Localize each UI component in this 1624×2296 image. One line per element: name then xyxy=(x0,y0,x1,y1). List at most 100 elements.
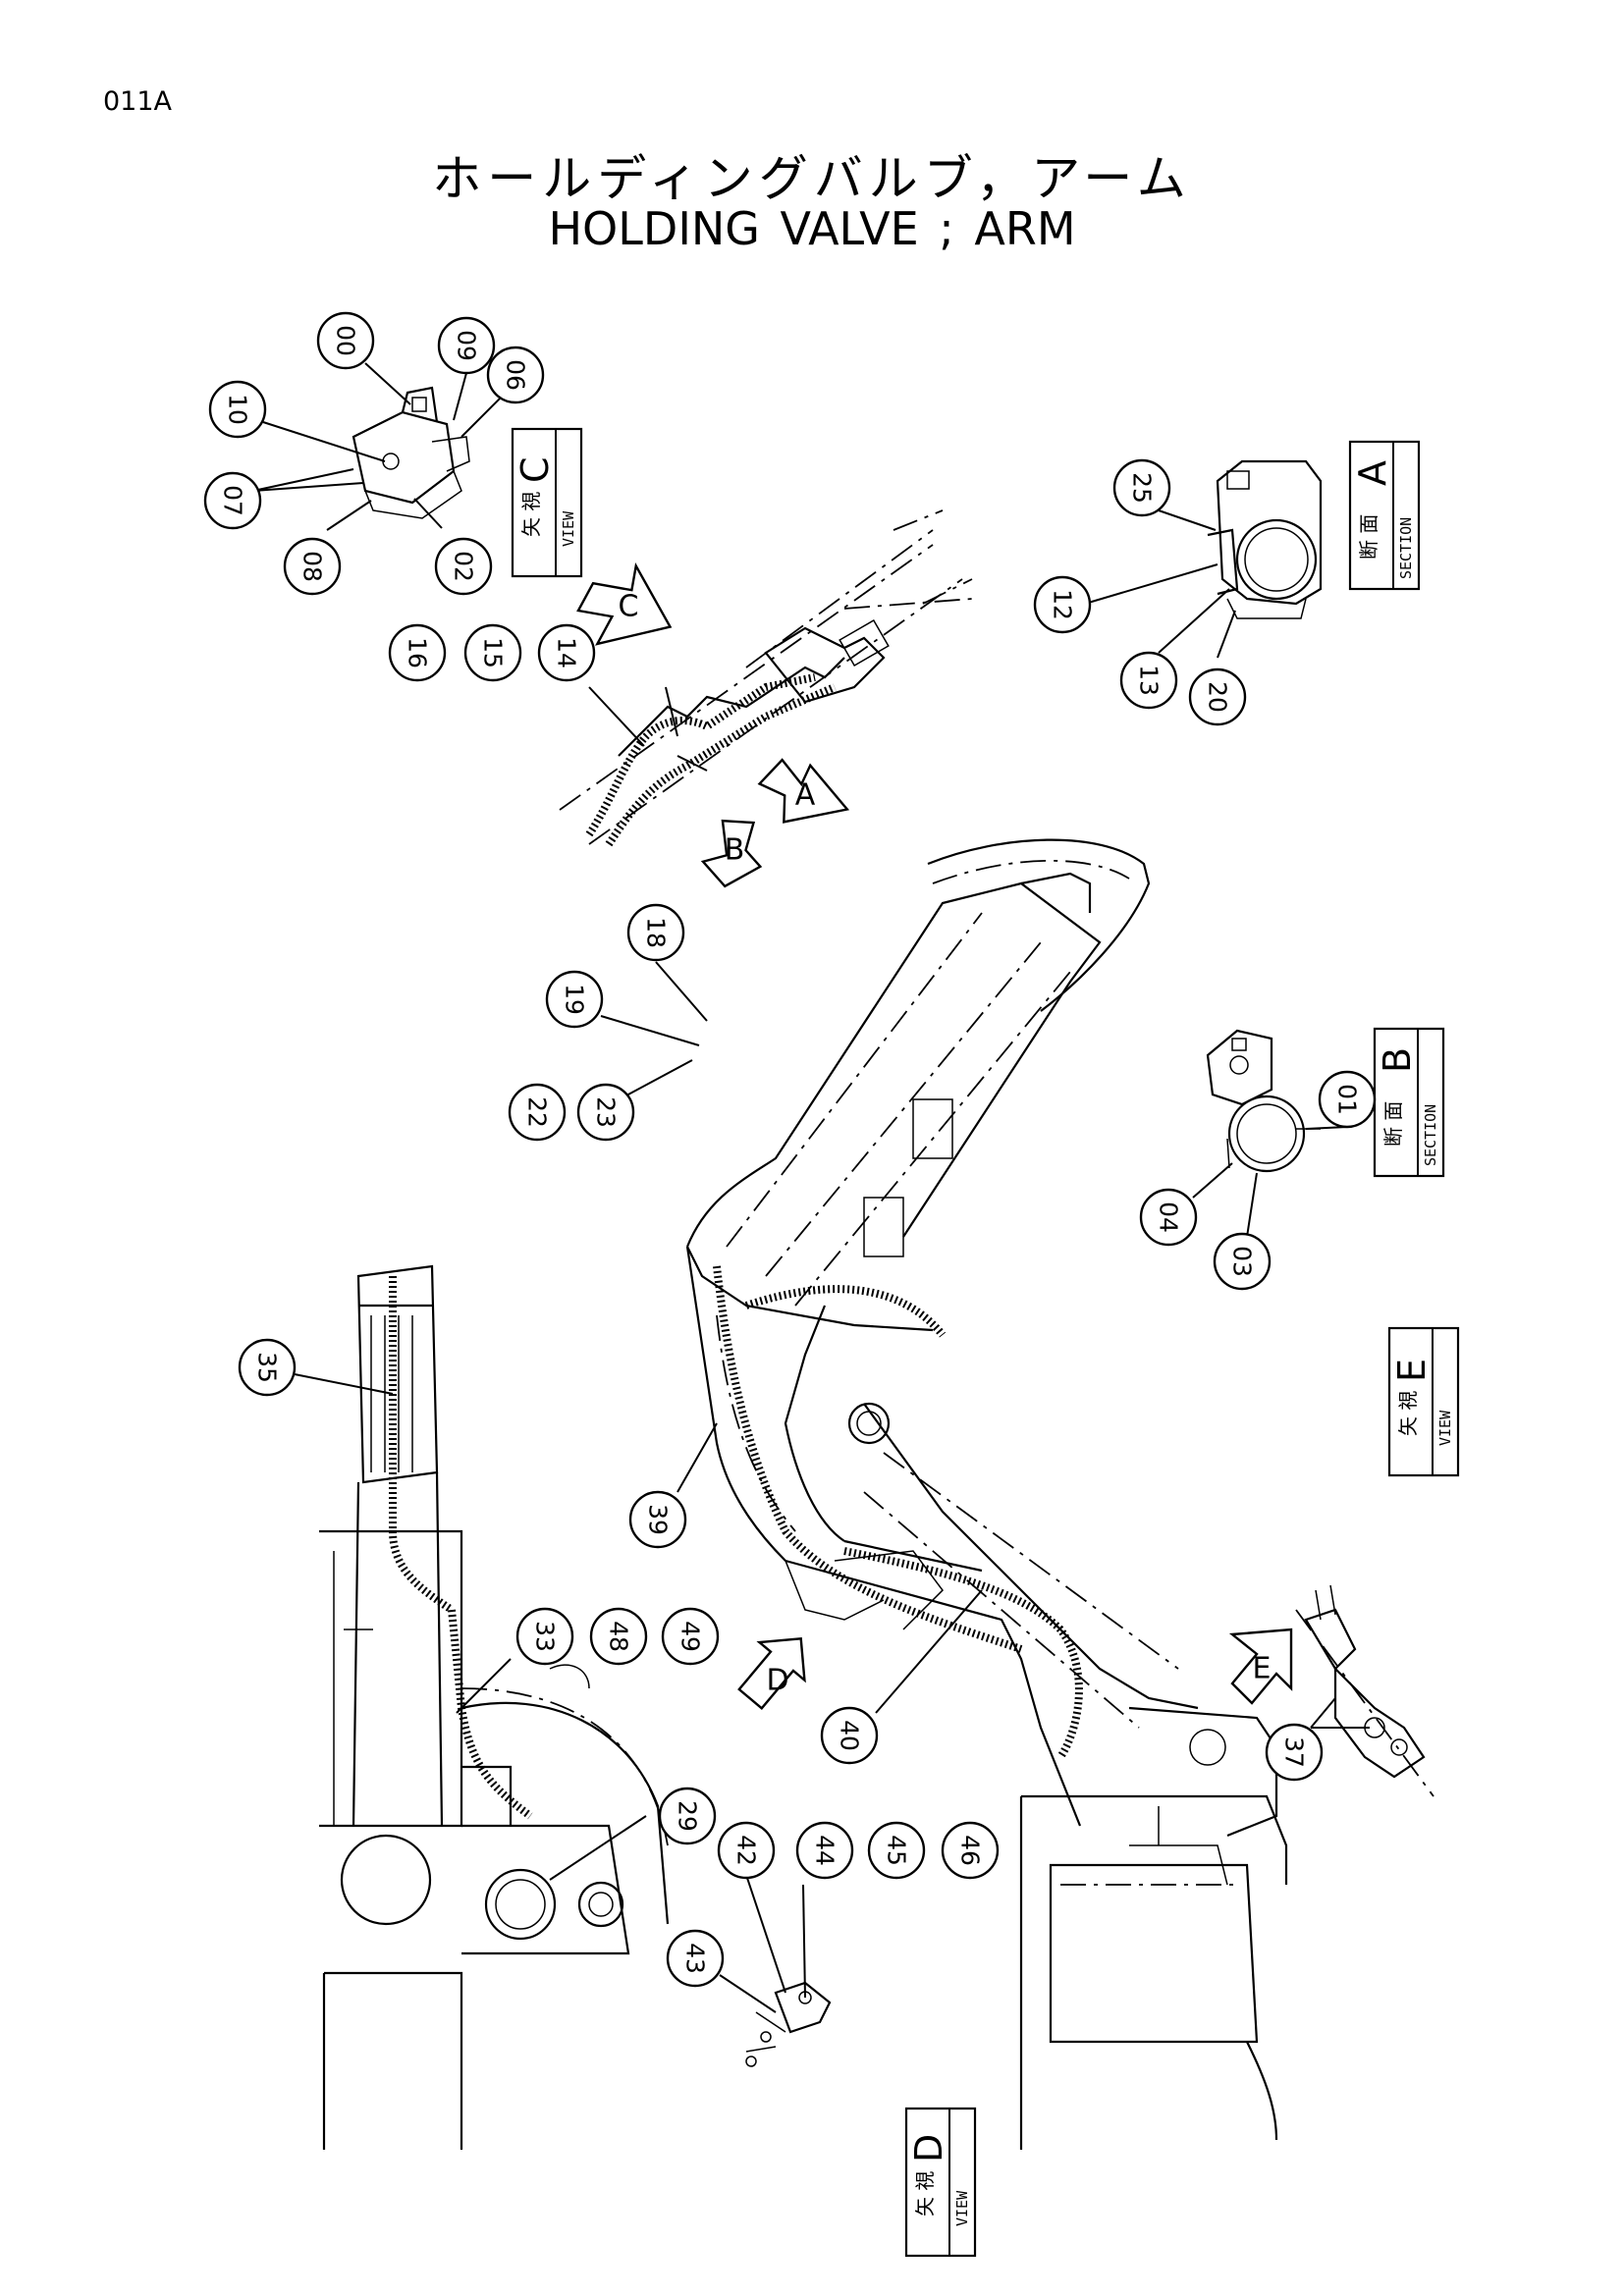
section-b-detail xyxy=(1206,1029,1321,1173)
svg-text:02: 02 xyxy=(450,551,478,582)
callout-22: 22 xyxy=(508,1083,567,1142)
svg-text:12: 12 xyxy=(1049,589,1077,620)
svg-text:25: 25 xyxy=(1128,472,1157,504)
callout-08: 08 xyxy=(283,537,342,596)
callout-18: 18 xyxy=(626,903,685,962)
svg-text:00: 00 xyxy=(332,325,360,356)
svg-text:19: 19 xyxy=(561,984,589,1015)
svg-text:VIEW: VIEW xyxy=(560,510,577,547)
callout-04: 04 xyxy=(1139,1188,1198,1247)
svg-text:06: 06 xyxy=(502,359,530,391)
svg-text:VIEW: VIEW xyxy=(1436,1410,1454,1446)
arm-hose-detail xyxy=(559,509,973,847)
callout-43: 43 xyxy=(666,1929,725,1988)
svg-text:42: 42 xyxy=(732,1835,761,1866)
svg-text:20: 20 xyxy=(1204,681,1232,713)
callout-46: 46 xyxy=(941,1821,1000,1880)
page-code: 011A xyxy=(103,86,173,117)
svg-text:07: 07 xyxy=(219,485,247,516)
svg-text:04: 04 xyxy=(1155,1201,1183,1233)
arrow-e: E xyxy=(1228,1628,1293,1705)
callout-14: 14 xyxy=(537,623,596,682)
callout-37: 37 xyxy=(1265,1723,1324,1782)
svg-text:15: 15 xyxy=(479,637,508,668)
svg-text:39: 39 xyxy=(644,1504,673,1535)
view-e-detail xyxy=(1295,1584,1435,1797)
arrow-d: D xyxy=(737,1637,806,1710)
svg-text:A: A xyxy=(1351,460,1394,486)
svg-text:A: A xyxy=(795,778,816,813)
svg-text:断 面: 断 面 xyxy=(1357,514,1380,560)
callout-48: 48 xyxy=(589,1607,648,1666)
callout-19: 19 xyxy=(545,970,604,1029)
svg-text:E: E xyxy=(1253,1652,1272,1686)
view-d-label: 矢 視 VIEW D xyxy=(904,2107,977,2258)
svg-text:VIEW: VIEW xyxy=(953,2190,971,2226)
svg-text:14: 14 xyxy=(553,637,581,668)
callout-39: 39 xyxy=(628,1490,687,1549)
svg-text:矢 視: 矢 視 xyxy=(913,2171,937,2216)
svg-text:29: 29 xyxy=(674,1800,702,1832)
callout-25: 25 xyxy=(1112,458,1171,517)
svg-text:48: 48 xyxy=(605,1621,633,1652)
svg-text:37: 37 xyxy=(1280,1736,1309,1768)
arrow-c: C xyxy=(576,562,673,646)
section-b-label: 断 面 SECTION B xyxy=(1373,1027,1445,1178)
title-japanese: ホールディングバルブ，アーム xyxy=(432,150,1192,207)
svg-text:43: 43 xyxy=(681,1943,710,1974)
callout-15: 15 xyxy=(463,623,522,682)
callout-40: 40 xyxy=(820,1706,879,1765)
view-c-label: 矢 視 VIEW C xyxy=(511,427,583,578)
svg-text:矢 視: 矢 視 xyxy=(1396,1391,1420,1436)
svg-text:46: 46 xyxy=(956,1835,985,1866)
boom-detail xyxy=(319,1264,670,2150)
svg-text:44: 44 xyxy=(811,1835,839,1866)
svg-text:10: 10 xyxy=(224,394,252,425)
section-a-detail xyxy=(1207,459,1323,619)
callout-23: 23 xyxy=(576,1083,635,1142)
svg-text:矢 視: 矢 視 xyxy=(519,492,543,537)
leader-lines xyxy=(252,362,1370,2013)
svg-text:C: C xyxy=(514,456,557,483)
svg-text:33: 33 xyxy=(531,1621,560,1652)
svg-text:18: 18 xyxy=(642,917,671,948)
callout-33: 33 xyxy=(515,1607,574,1666)
callout-00: 00 xyxy=(316,311,375,370)
svg-text:01: 01 xyxy=(1333,1084,1362,1115)
view-d-detail xyxy=(745,1981,832,2067)
svg-text:SECTION: SECTION xyxy=(1397,517,1415,579)
callout-45: 45 xyxy=(867,1821,926,1880)
svg-text:D: D xyxy=(766,1664,788,1698)
callout-01: 01 xyxy=(1318,1070,1377,1129)
svg-text:09: 09 xyxy=(453,330,481,361)
svg-text:03: 03 xyxy=(1228,1246,1257,1277)
callout-44: 44 xyxy=(795,1821,854,1880)
svg-text:49: 49 xyxy=(677,1621,705,1652)
callout-10: 10 xyxy=(208,380,267,439)
svg-text:C: C xyxy=(619,590,639,624)
svg-text:23: 23 xyxy=(592,1096,621,1128)
svg-text:D: D xyxy=(907,2134,950,2163)
callout-09: 09 xyxy=(437,316,496,375)
view-e-label: 矢 視 VIEW E xyxy=(1387,1326,1460,1477)
main-arm xyxy=(685,838,1288,2150)
svg-text:08: 08 xyxy=(298,551,327,582)
callout-20: 20 xyxy=(1188,667,1247,726)
svg-text:SECTION: SECTION xyxy=(1422,1104,1439,1166)
callout-49: 49 xyxy=(661,1607,720,1666)
callout-02: 02 xyxy=(434,537,493,596)
svg-text:45: 45 xyxy=(883,1835,911,1866)
callout-13: 13 xyxy=(1119,651,1178,710)
callout-16: 16 xyxy=(388,623,447,682)
callout-35: 35 xyxy=(238,1338,297,1397)
svg-text:16: 16 xyxy=(404,637,432,668)
callout-12: 12 xyxy=(1033,575,1092,634)
svg-text:E: E xyxy=(1390,1359,1434,1382)
svg-text:B: B xyxy=(725,833,745,868)
callout-06: 06 xyxy=(486,346,545,404)
svg-text:35: 35 xyxy=(253,1352,282,1383)
arrow-a: A xyxy=(757,758,850,824)
svg-text:断 面: 断 面 xyxy=(1381,1101,1405,1147)
callout-42: 42 xyxy=(717,1821,776,1880)
